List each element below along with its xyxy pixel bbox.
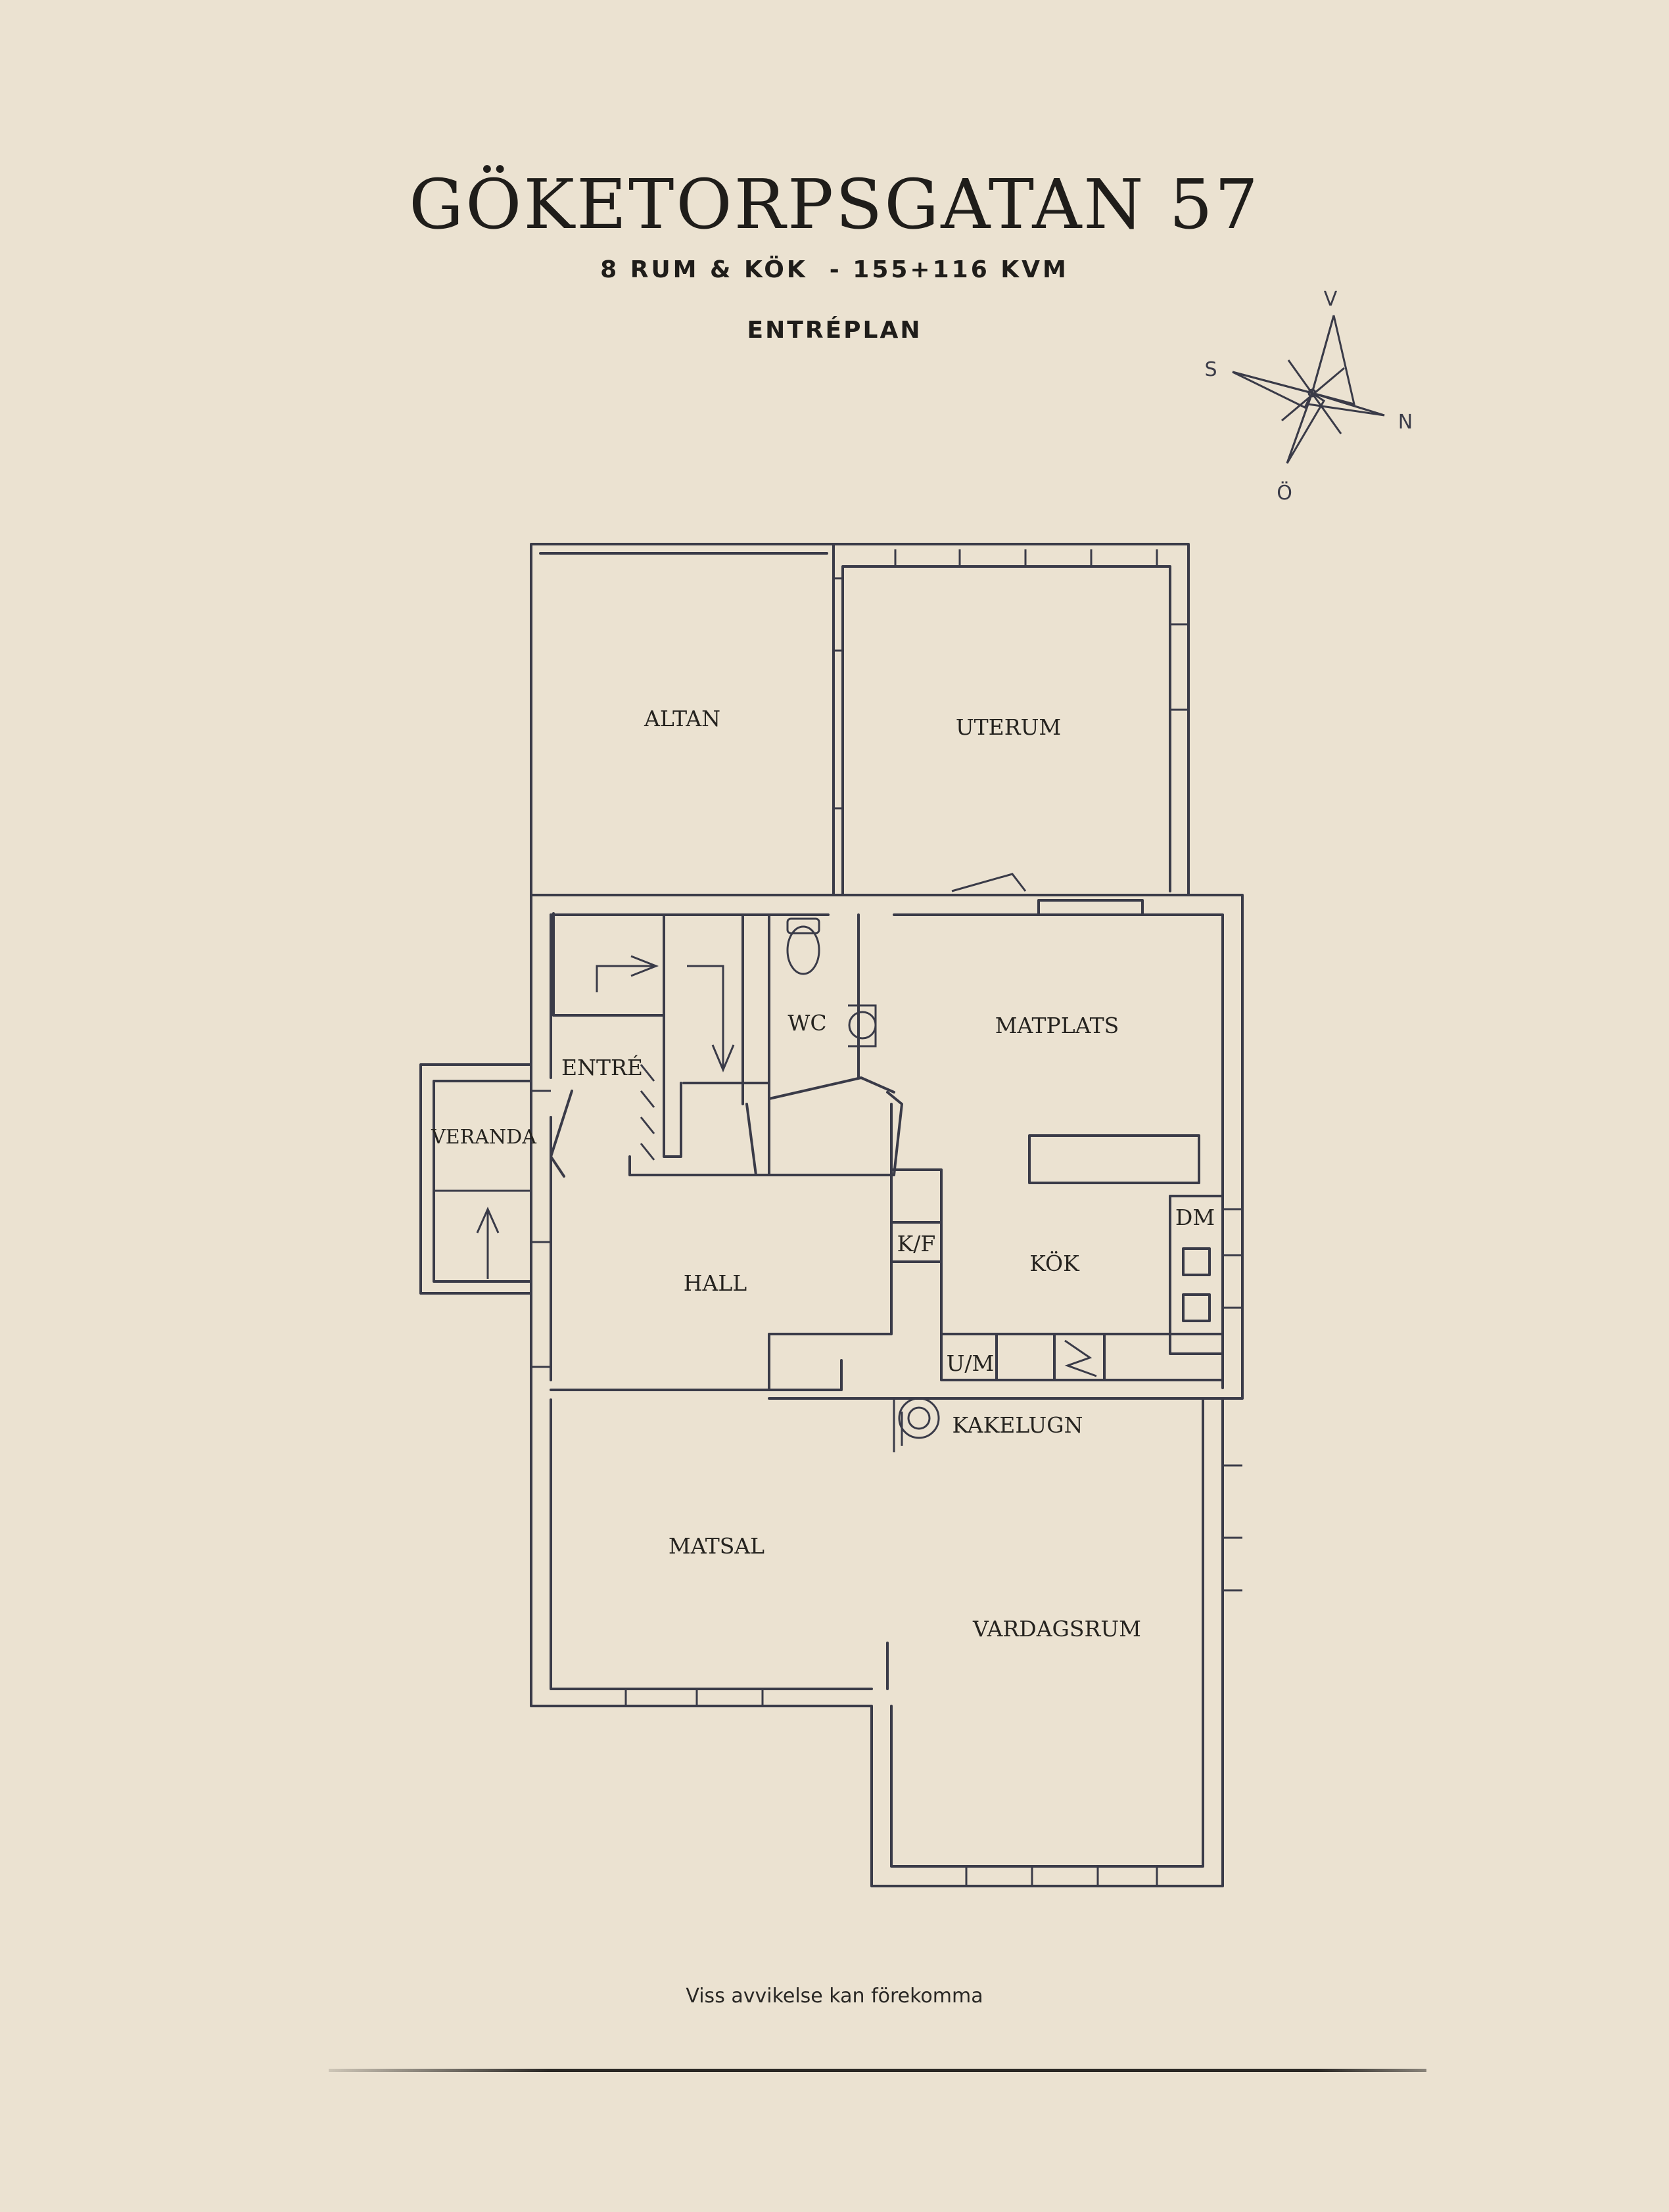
matplats-label: MATPLATS [995,1013,1119,1038]
hall [550,1090,1224,1400]
footer-rule [329,2069,1426,2072]
compass-v-label: V [1324,288,1338,311]
vardagsrum-label: VARDAGSRUM [972,1616,1141,1642]
kakelugn-stove-icon [893,1397,940,1452]
compass-n-label: N [1398,411,1413,434]
entre-label: ENTRÉ [561,1054,643,1080]
veranda-label: VERANDA [431,1126,536,1149]
stairs [552,912,770,1176]
disclaimer-text: Viss avvikelse kan förekomma [686,1985,983,2008]
page-title: GÖKETORPSGATAN 57 [409,164,1260,244]
dm-label: DM [1175,1205,1215,1230]
floor-level-label: ENTRÉPLAN [747,317,922,344]
wc-label: WC [787,1010,826,1036]
uterum-label: UTERUM [956,714,1061,740]
um-label: U/M [947,1350,995,1376]
compass-o-label: Ö [1277,481,1292,505]
kakelugn-label: KAKELUGN [952,1412,1083,1438]
altan-label: ALTAN [644,706,720,731]
wc-room [768,913,895,1100]
kf-label: K/F [897,1231,936,1256]
matsal-label: MATSAL [669,1533,764,1559]
veranda [419,1063,551,1368]
uterum-room [832,543,1190,896]
compass-s-label: S [1204,358,1217,381]
hall-label: HALL [684,1270,747,1296]
area-subtitle: 8 RUM & KÖK - 155+116 KVM [600,256,1069,283]
kitchen [890,1134,1224,1381]
kok-label: KÖK [1029,1250,1080,1276]
compass-icon: V S N Ö [1204,288,1413,505]
